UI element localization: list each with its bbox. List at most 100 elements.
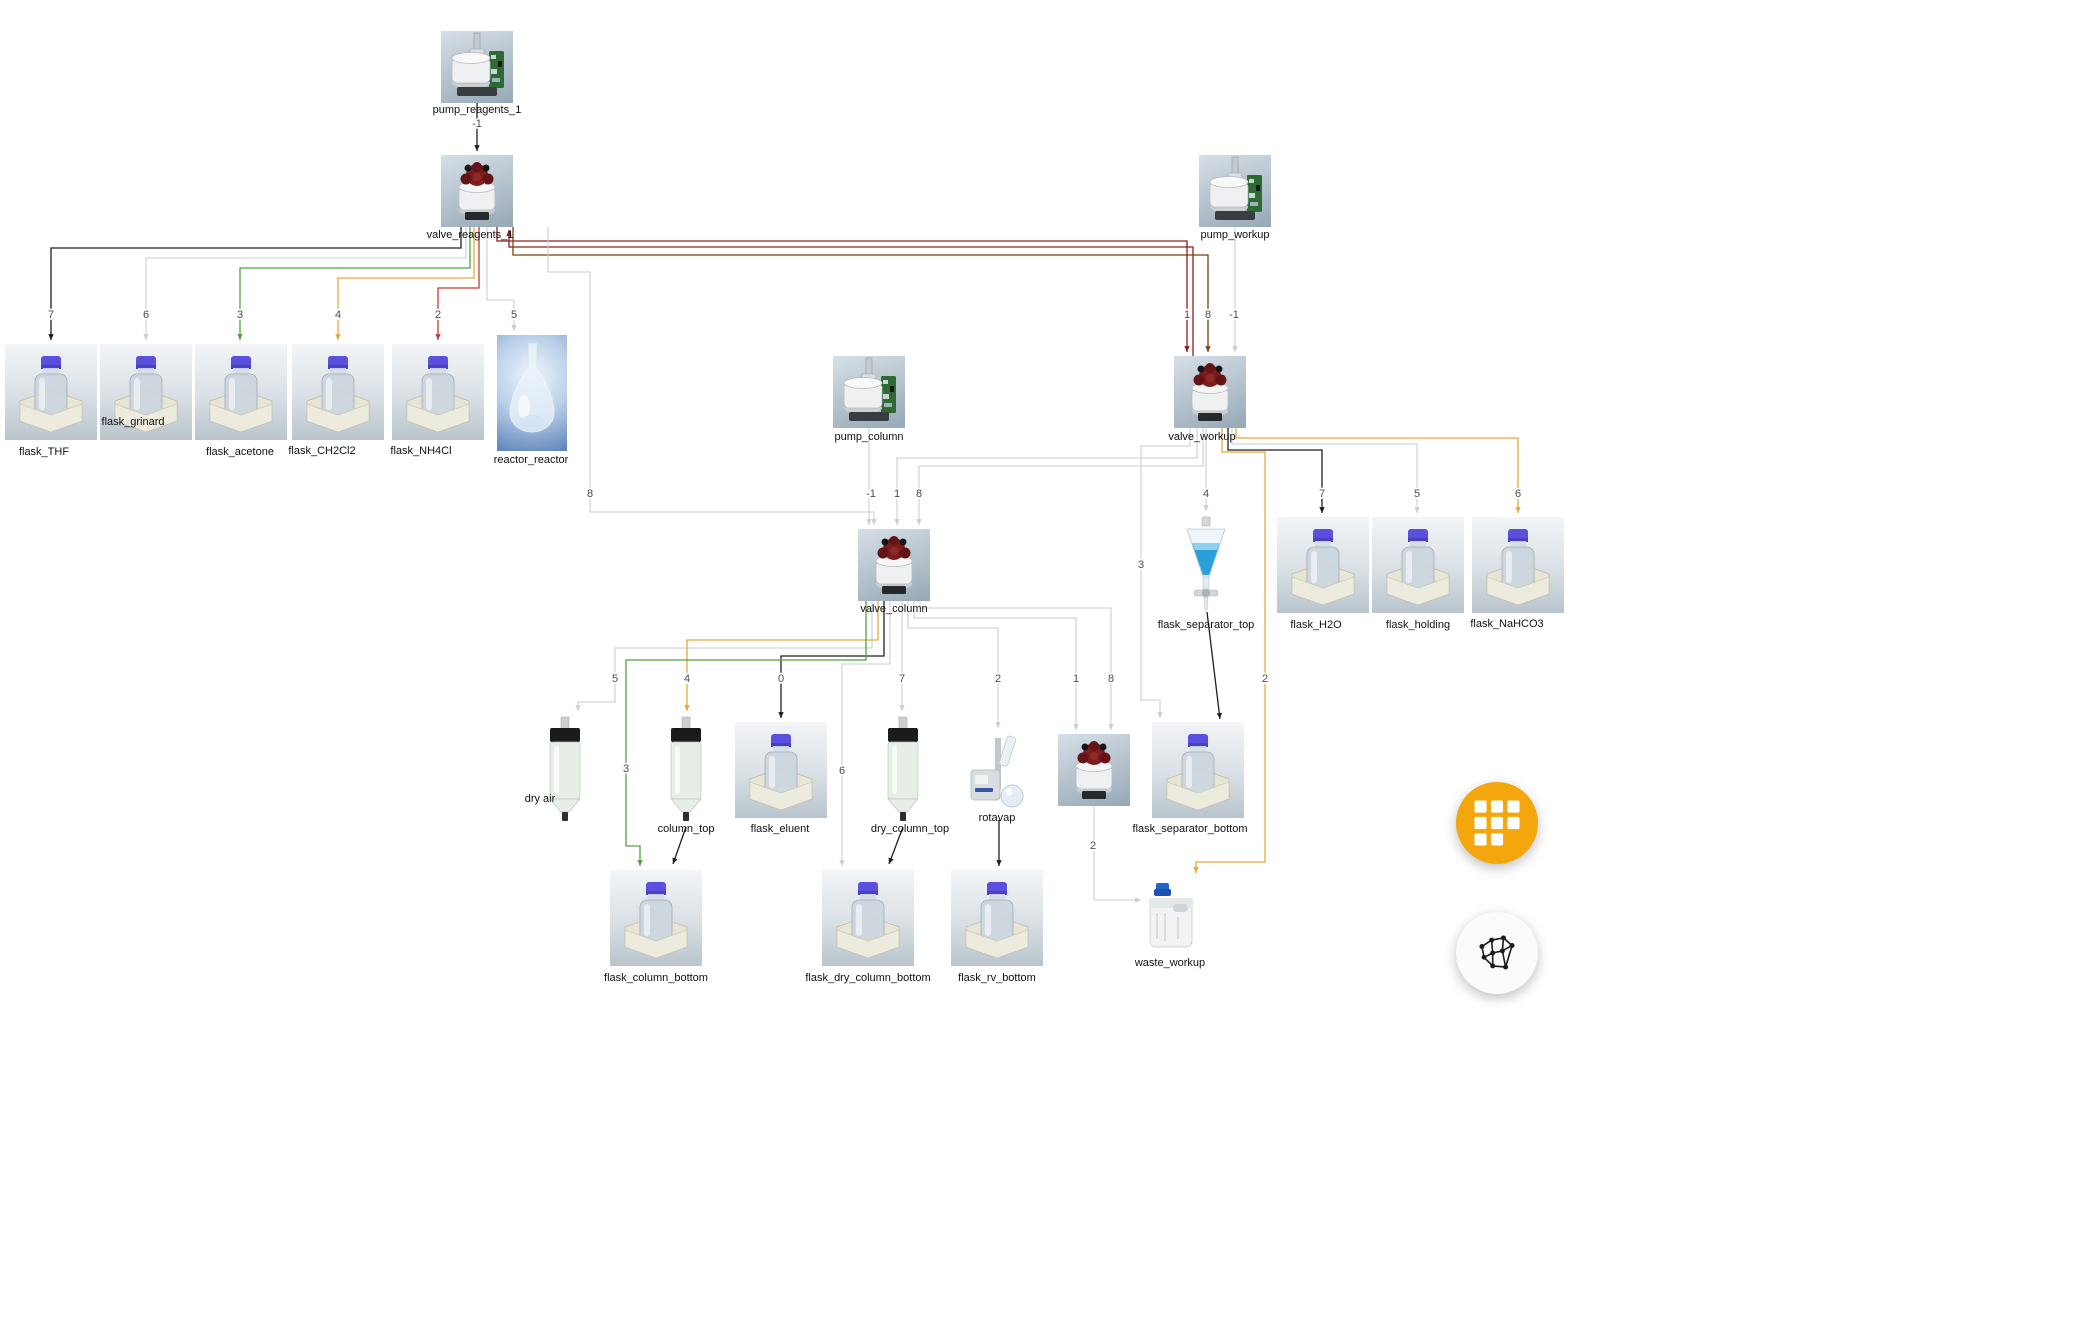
node-flask_NaHCO3[interactable] [1472,517,1564,613]
flask-icon [209,356,273,433]
edge-valve_workup-flask_H2O [1227,428,1323,513]
flask-icon [749,734,813,811]
arrowhead [637,860,643,866]
arrowhead [1216,712,1222,719]
node-dry_column_top[interactable] [881,715,925,825]
rotavap-icon [970,735,1024,808]
edge-valve_reagents_1-flask_acetone [239,227,471,340]
arrowhead [1073,724,1079,730]
edge-port-label: 1 [1073,673,1079,685]
arrowhead [1184,346,1190,352]
edge-valve_reagents_1-flask_grinard [145,227,467,340]
node-flask_eluent[interactable] [735,722,827,818]
edge-flask_separator_top-flask_separator_bottom [1206,611,1221,720]
arrowhead [1108,724,1114,730]
edge-port-label: 8 [916,488,922,500]
valve-icon [1191,363,1229,421]
pump-icon [1209,156,1262,220]
node-label: flask_separator_bottom [1132,823,1248,835]
node-waste_workup[interactable] [1145,877,1197,953]
node-flask_NH4Cl[interactable] [392,344,484,440]
flask-icon [1386,529,1450,606]
node-label: valve_workup [1168,431,1236,443]
node-flask_THF[interactable] [5,344,97,440]
node-flask_separator_top[interactable] [1173,515,1239,615]
node-flask_separator_bottom[interactable] [1152,722,1244,818]
edge-port-label: 6 [1515,488,1521,500]
edge-port-label: 8 [1205,309,1211,321]
edge-port-label: 5 [612,673,618,685]
waste-icon [1149,883,1193,948]
edge-valve_column-flask_column_bottom [625,601,867,866]
edge-port-label: 6 [143,309,149,321]
edge-valve_workup-waste_workup [1195,428,1266,873]
node-flask_holding[interactable] [1372,517,1464,613]
grid-dots-icon [1474,800,1520,846]
node-flask_CH2Cl2[interactable] [292,344,384,440]
arrowhead [511,325,517,331]
edge-valve_workup-valve_column [896,428,1198,525]
edge-port-label: 1 [1184,309,1190,321]
node-label: flask_acetone [206,446,274,458]
node-label: flask_eluent [750,823,810,835]
valve-icon [1075,741,1113,799]
node-label: rotavap [978,812,1016,824]
flask-icon [1486,529,1550,606]
node-flask_acetone[interactable] [195,344,287,440]
node-pump_reagents_1[interactable] [441,31,513,103]
node-pump_column[interactable] [833,356,905,428]
node-label: reactor_reactor [493,454,569,466]
edge-port-label: 5 [1414,488,1420,500]
arrowhead [48,334,54,340]
edge-port-label: 8 [1108,673,1114,685]
edge-port-label: 7 [1319,488,1325,500]
edge-port-label: 2 [1262,673,1268,685]
node-valve_column[interactable] [858,529,930,601]
edge-valve_unlabeled-waste_workup [1093,806,1141,901]
node-valve_workup[interactable] [1174,356,1246,428]
edge-valve_reagents_1-valve_workup [512,227,1209,352]
node-pump_workup[interactable] [1199,155,1271,227]
node-rotavap[interactable] [967,732,1029,818]
node-flask_grinard[interactable] [100,344,192,440]
node-flask_column_bottom[interactable] [610,870,702,966]
arrowhead [1157,712,1163,718]
column-icon [549,716,581,821]
valve-icon [458,162,496,220]
arrowhead [684,705,690,711]
node-label: valve_column [860,603,928,615]
node-valve_reagents_1[interactable] [441,155,513,227]
edge-port-label: 3 [623,763,629,775]
node-label: dry air [524,793,556,805]
node-valve_unlabeled[interactable] [1058,734,1130,806]
edge-port-label: -1 [866,488,876,500]
node-flask_dry_column_bottom[interactable] [822,870,914,966]
node-reactor_reactor[interactable] [497,335,567,451]
arrowhead [1205,346,1211,352]
node-label: flask_separator_top [1157,619,1255,631]
node-label: pump_column [834,431,904,443]
node-column_top[interactable] [664,715,708,825]
apps-fab[interactable] [1456,782,1538,864]
reactor-icon [509,342,555,433]
edge-port-label: 0 [778,673,784,685]
flask-icon [406,356,470,433]
node-dry_air[interactable] [543,715,587,825]
edge-valve_column-rotavap [907,601,999,728]
node-flask_rv_bottom[interactable] [951,870,1043,966]
brain-network-icon [1479,935,1515,970]
ai-fab[interactable] [1456,912,1538,994]
node-label: pump_reagents_1 [432,104,522,116]
node-flask_H2O[interactable] [1277,517,1369,613]
node-label: waste_workup [1134,957,1206,969]
flask-icon [1291,529,1355,606]
edge-port-label: 5 [511,309,517,321]
arrowhead [996,860,1002,866]
flask-icon [624,882,688,959]
arrowhead [143,334,149,340]
arrowhead [1232,346,1238,352]
arrowhead [916,519,922,525]
pump-icon [843,357,896,421]
